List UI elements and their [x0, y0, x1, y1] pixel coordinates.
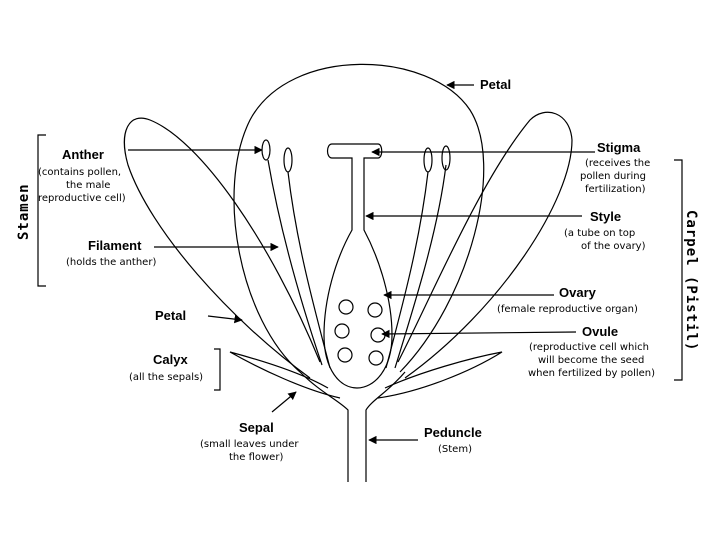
stigma-desc-2: pollen during [580, 171, 646, 182]
ovule-4 [370, 327, 386, 343]
ovule-desc-1: (reproductive cell which [529, 342, 649, 353]
filament-right-outer [394, 164, 447, 369]
label-sepal: Sepal [239, 420, 274, 435]
stigma-desc-1: (receives the [585, 158, 650, 169]
calyx-bracket [214, 348, 221, 391]
back-petal [233, 63, 485, 373]
anther-desc-2: the male [66, 180, 110, 191]
ovule-3 [334, 323, 350, 339]
sepal-desc-2: the flower) [229, 452, 283, 463]
stigma-desc-3: fertilization) [585, 184, 646, 195]
anther-desc-3: reproductive cell) [38, 193, 126, 204]
ovule-1 [338, 299, 354, 315]
label-anther: Anther [62, 147, 104, 162]
stamen-bracket [37, 134, 46, 287]
right-petal [397, 111, 573, 379]
left-sepal [229, 351, 341, 399]
filament-left-inner [287, 171, 331, 369]
filament-desc: (holds the anther) [66, 257, 156, 268]
label-petal-top: Petal [480, 77, 511, 92]
ovule-2 [367, 302, 383, 318]
peduncle-desc: (Stem) [438, 444, 472, 455]
ovule-5 [337, 347, 353, 363]
label-petal-left: Petal [155, 308, 186, 323]
flower-drawing [123, 63, 573, 482]
ovary-desc: (female reproductive organ) [497, 304, 638, 315]
receptacle [299, 371, 349, 482]
arrow-petal-left [207, 314, 243, 324]
calyx-desc: (all the sepals) [129, 372, 203, 383]
arrow-sepal [271, 391, 297, 413]
sepal-desc-1: (small leaves under [200, 439, 299, 450]
carpel-bracket [674, 159, 683, 381]
label-ovary: Ovary [559, 285, 597, 300]
receptacle-right [365, 371, 406, 482]
style-desc-2: of the ovary) [581, 241, 646, 252]
filament-left-outer [267, 159, 323, 366]
anther-left-inner [283, 147, 293, 173]
label-peduncle: Peduncle [424, 425, 482, 440]
style-desc-1: (a tube on top [564, 228, 635, 239]
pistil [323, 143, 393, 389]
anther-left-outer [261, 139, 271, 161]
right-sepal [377, 351, 503, 399]
ovule-desc-2: will become the seed [538, 355, 644, 366]
label-style: Style [590, 209, 621, 224]
anther-right-inner [423, 147, 433, 173]
ovule-6 [368, 350, 384, 366]
anther-right-outer [441, 145, 451, 171]
label-carpel: Carpel (Pistil) [683, 210, 699, 351]
label-calyx: Calyx [153, 352, 188, 367]
label-ovule: Ovule [582, 324, 618, 339]
label-stigma: Stigma [597, 140, 641, 155]
arrow-ovule [381, 329, 577, 339]
ovule-desc-3: when fertilized by pollen) [528, 368, 655, 379]
label-filament: Filament [88, 238, 142, 253]
anther-desc-1: (contains pollen, [38, 167, 121, 178]
label-stamen: Stamen [16, 183, 32, 240]
left-petal [123, 117, 321, 379]
filament-right-inner [385, 171, 429, 369]
